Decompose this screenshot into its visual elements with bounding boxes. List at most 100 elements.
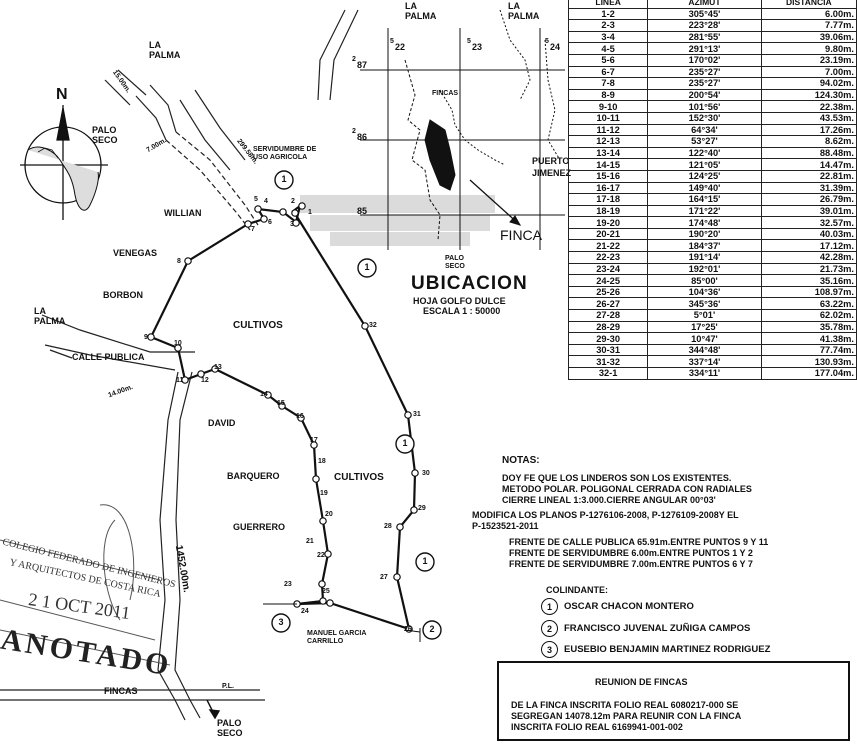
- owner-marker-3: 3: [278, 617, 284, 627]
- north-label: N: [56, 86, 69, 103]
- azimuth-cell: 291°13': [647, 42, 762, 55]
- pt-2: 2: [291, 198, 295, 205]
- pt-8: 8: [177, 258, 181, 265]
- label-la-palma-left: LA PALMA: [34, 306, 66, 326]
- table-header-row: LINEA AZIMUT DISTANCIA: [567, 0, 857, 9]
- label-venegas: VENEGAS: [113, 248, 158, 258]
- owner-markers: [271, 170, 442, 640]
- azimuth-cell: 184°37': [647, 239, 762, 253]
- loc-grid-85: 85: [357, 206, 368, 216]
- distance-cell: 32.57m.: [760, 216, 857, 229]
- loc-sheet: HOJA GOLFO DULCE: [413, 296, 506, 306]
- pt-3: 3: [290, 221, 294, 228]
- owner-name: EUSEBIO BENJAMIN MARTINEZ RODRIGUEZ: [564, 644, 771, 655]
- distance-cell: 17.12m.: [760, 239, 857, 253]
- notes-frente-1: FRENTE DE CALLE PUBLICA 65.91m.ENTRE PUN…: [509, 537, 769, 547]
- label-willian: WILLIAN: [164, 208, 202, 218]
- pt-22: 22: [317, 552, 325, 559]
- loc-grid-87: 87: [357, 60, 368, 70]
- line-cell: 32-1: [567, 367, 649, 380]
- azimuth-cell: 122°40': [647, 146, 762, 160]
- owner-name: FRANCISCO JUVENAL ZUÑIGA CAMPOS: [564, 623, 751, 634]
- azimuth-cell: 121°05': [647, 158, 762, 171]
- distance-cell: 41.38m.: [760, 332, 857, 345]
- distance-cell: 62.02m.: [760, 309, 857, 322]
- distance-cell: 17.26m.: [760, 123, 857, 137]
- reunion-box: REUNION DE FINCAS DE LA FINCA INSCRITA F…: [497, 661, 850, 741]
- line-cell: 8-9: [567, 88, 649, 102]
- reunion-title: REUNION DE FINCAS: [595, 677, 688, 687]
- azimuth-cell: 192°01': [647, 262, 762, 276]
- azimuth-cell: 124°25': [647, 169, 762, 183]
- azimuth-cell: 190°20': [647, 227, 762, 241]
- loc-grid-sup-87: 2: [352, 56, 356, 63]
- owner-marker-1a: 1: [281, 174, 287, 184]
- distance-cell: 8.62m.: [760, 135, 857, 148]
- azimuth-cell: 305°45': [647, 7, 762, 21]
- owner-marker-1b: 1: [364, 262, 370, 272]
- loc-grid-86: 86: [357, 132, 368, 142]
- notes-frente-2: FRENTE DE SERVIDUMBRE 6.00m.ENTRE PUNTOS…: [509, 548, 753, 558]
- label-cultivos-1: CULTIVOS: [233, 320, 283, 331]
- pt-15: 15: [277, 400, 285, 407]
- label-la-palma-top: LA PALMA: [149, 40, 181, 60]
- azimuth-cell: 85°00': [647, 274, 762, 287]
- pt-12: 12: [201, 377, 209, 384]
- colegio-stamp: [0, 504, 171, 666]
- faint-overprint: [300, 195, 495, 246]
- owner-marker-2: 2: [429, 624, 435, 634]
- azimuth-cell: 53°27': [647, 135, 762, 148]
- label-cultivos-2: CULTIVOS: [334, 472, 384, 483]
- owner-number-circle: 1: [541, 598, 558, 615]
- label-palo-seco-top: PALO SECO: [92, 125, 118, 145]
- distance-cell: 7.00m.: [760, 65, 857, 79]
- pt-16: 16: [296, 413, 304, 420]
- loc-grid-sup-86: 2: [352, 128, 356, 135]
- pt-5: 5: [254, 196, 258, 203]
- azimuth-cell: 101°56': [647, 100, 762, 113]
- roads: [0, 9, 359, 721]
- loc-title: UBICACION: [411, 273, 528, 294]
- pt-4: 4: [264, 198, 268, 205]
- owner-row-1: 1 OSCAR CHACON MONTERO: [541, 598, 694, 615]
- azimuth-cell: 164°15': [647, 193, 762, 206]
- line-cell: 4-5: [567, 42, 649, 55]
- distance-cell: 130.93m.: [760, 355, 857, 368]
- azimuth-cell: 235°27': [647, 65, 762, 79]
- reunion-line2: SEGREGAN 14078.12m PARA REUNIR CON LA FI…: [511, 711, 742, 721]
- line-cell: 5-6: [567, 53, 649, 67]
- pt-27: 27: [380, 574, 388, 581]
- line-cell: 18-19: [567, 204, 649, 218]
- distance-cell: 177.04m.: [760, 367, 857, 380]
- distance-cell: 94.02m.: [760, 77, 857, 90]
- owner-number-circle: 2: [541, 620, 558, 637]
- line-cell: 12-13: [567, 135, 649, 148]
- pt-6: 6: [268, 219, 272, 226]
- azimuth-cell: 235°27': [647, 77, 762, 90]
- label-manuel: MANUEL GARCIA CARRILLO: [307, 630, 367, 645]
- line-cell: 27-28: [567, 309, 649, 322]
- line-cell: 14-15: [567, 158, 649, 171]
- azimuth-cell: 64°34': [647, 123, 762, 137]
- line-cell: 13-14: [567, 146, 649, 160]
- distance-cell: 7.77m.: [760, 19, 857, 32]
- azimuth-cell: 334°11': [647, 367, 762, 380]
- distance-cell: 26.79m.: [760, 193, 857, 206]
- location-map: [360, 9, 565, 250]
- loc-grid-24: 24: [550, 42, 561, 52]
